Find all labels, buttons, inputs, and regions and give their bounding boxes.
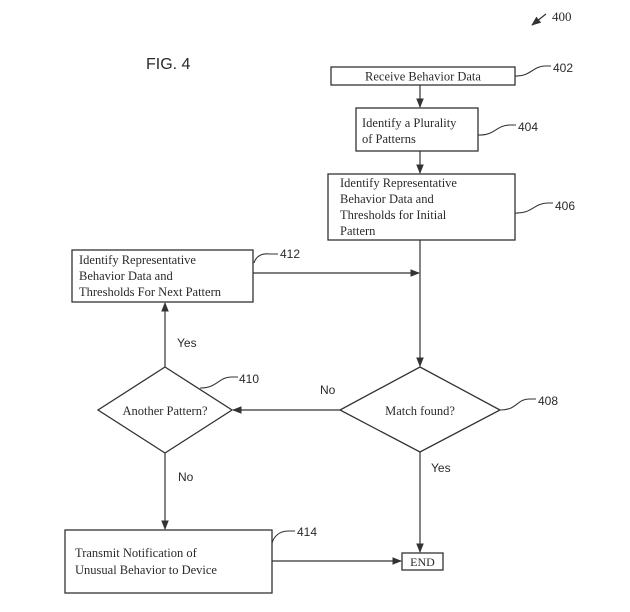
lead-line [271, 530, 295, 544]
reference-label: 406 [555, 199, 575, 213]
terminal-box [401, 552, 444, 571]
node-text: Another Pattern? [122, 404, 207, 418]
reference-label: 402 [553, 61, 573, 75]
node-text-line-2: Behavior Data and [79, 269, 173, 283]
node-text-line-1: Identify Representative [79, 253, 196, 267]
reference-label: 404 [518, 120, 538, 134]
node-408-match-found: Match found? 408 [338, 366, 558, 453]
edge-label-408-yes: Yes [431, 461, 451, 475]
edge-label-410-yes: Yes [177, 336, 197, 350]
node-text-line-3: Thresholds For Next Pattern [79, 285, 222, 299]
figure-title: FIG. 4 [146, 56, 191, 73]
figure-reference-400: 400 [531, 9, 572, 26]
reference-label: 408 [538, 394, 558, 408]
node-404-identify-patterns: Identify a Plurality of Patterns 404 [355, 107, 538, 152]
lead-line [477, 124, 516, 136]
node-text-line-1: Transmit Notification of [75, 546, 198, 560]
process-box [355, 107, 479, 152]
process-box [71, 249, 254, 303]
figure-reference-number: 400 [552, 9, 572, 24]
reference-label: 414 [297, 525, 317, 539]
process-box [327, 173, 516, 241]
lead-line [514, 65, 551, 77]
reference-arrow [531, 13, 547, 26]
node-text-line-2: Behavior Data and [340, 192, 434, 206]
process-box [64, 529, 273, 594]
node-402-receive-behavior-data: Receive Behavior Data 402 [330, 61, 573, 86]
node-414-transmit-notification: Transmit Notification of Unusual Behavio… [64, 525, 317, 594]
node-text-line-4: Pattern [340, 224, 376, 238]
lead-line [199, 376, 238, 389]
node-text-line-2: of Patterns [362, 132, 416, 146]
node-text-line-2: Unusual Behavior to Device [75, 563, 217, 577]
node-406-identify-initial-pattern: Identify Representative Behavior Data an… [327, 173, 575, 241]
reference-label: 412 [280, 247, 300, 261]
node-text-line-3: Thresholds for Initial [340, 208, 447, 222]
lead-line [499, 398, 536, 411]
node-text-line-1: Identify Representative [340, 176, 457, 190]
node-end: END [401, 552, 444, 571]
node-text: Match found? [385, 404, 455, 418]
node-412-identify-next-pattern: Identify Representative Behavior Data an… [71, 247, 300, 303]
reference-label: 410 [239, 372, 259, 386]
lead-line [253, 253, 278, 264]
node-text: Receive Behavior Data [365, 70, 481, 84]
edge-label-410-no: No [178, 470, 194, 484]
edge-label-408-no: No [320, 383, 336, 397]
lead-line [514, 202, 553, 214]
node-text-line-1: Identify a Plurality [362, 116, 457, 130]
node-text: END [410, 555, 435, 569]
